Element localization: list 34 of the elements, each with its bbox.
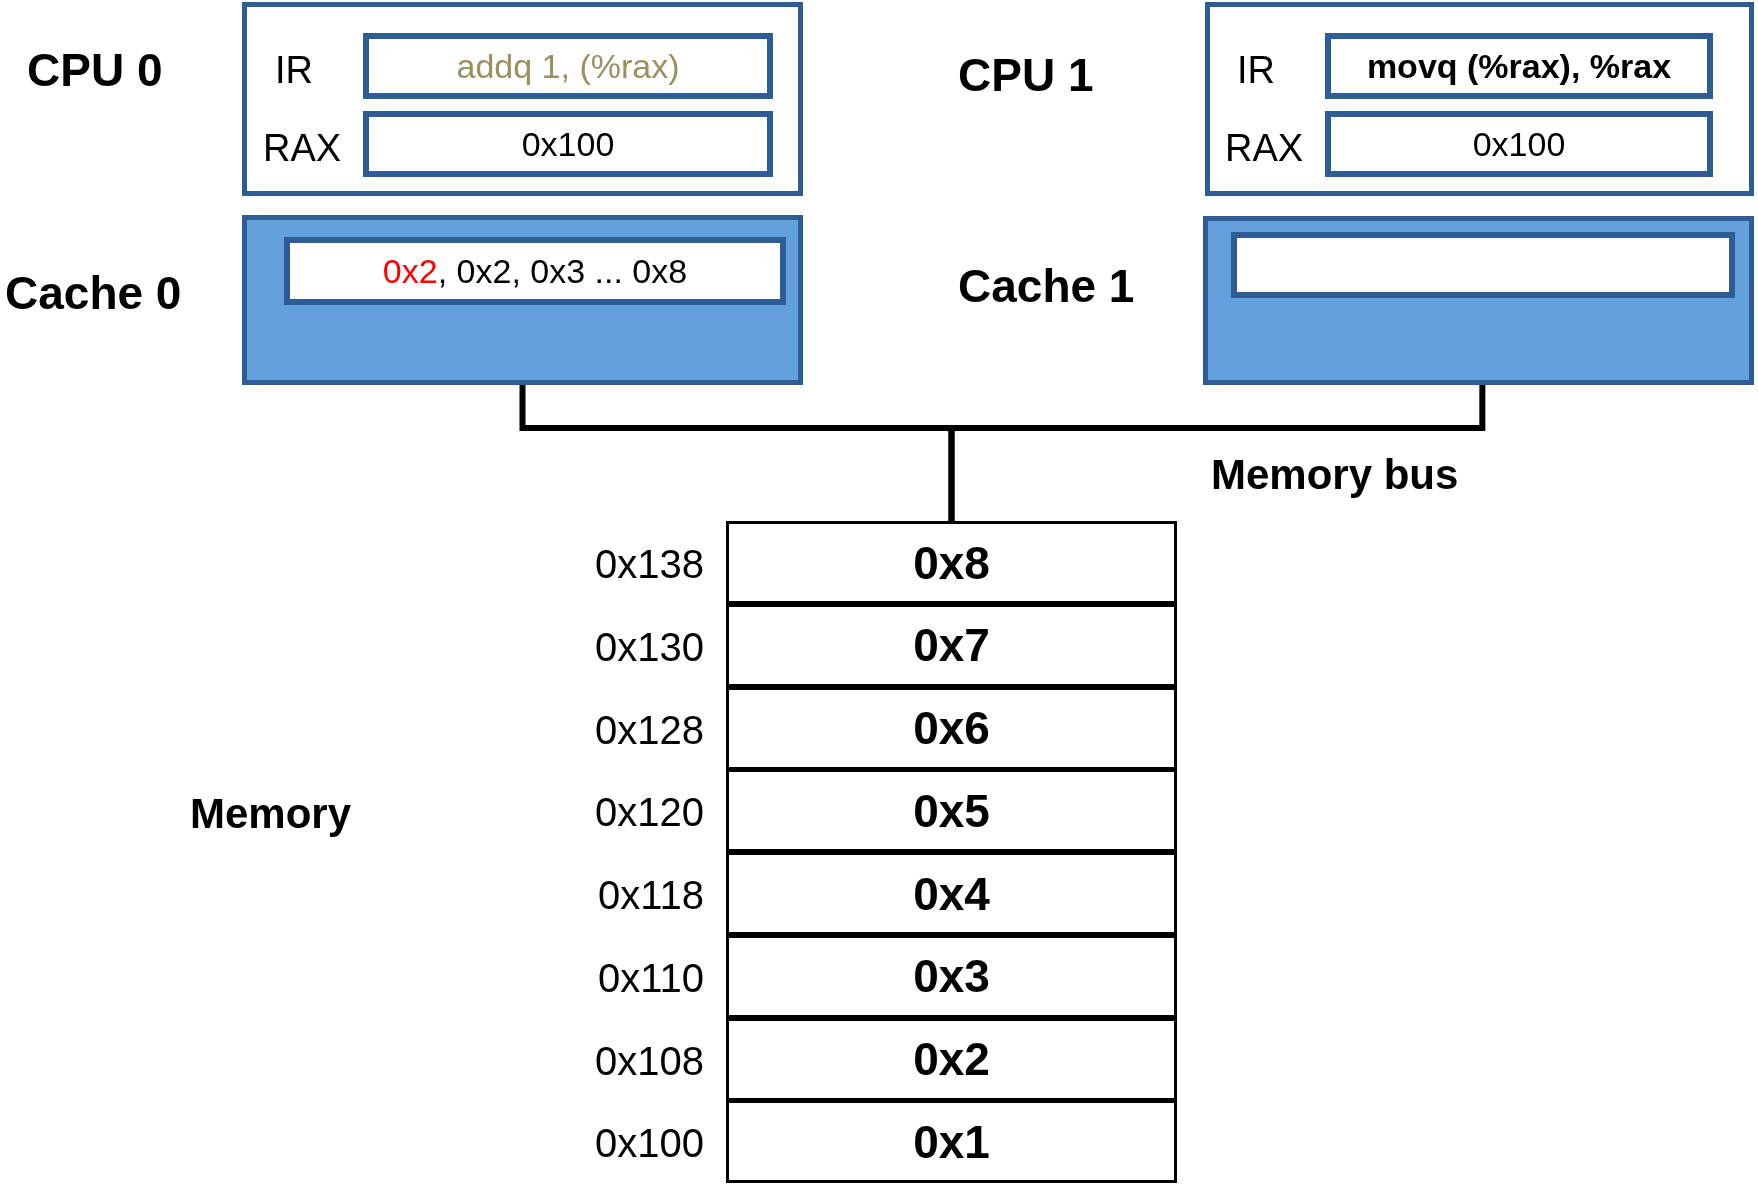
- field-value: 0x100: [521, 124, 615, 164]
- memory-value: 0x5: [913, 783, 990, 838]
- address-label: 0x128: [595, 709, 704, 750]
- bus-line: [948, 385, 1486, 521]
- edge-label: Memory bus: [1211, 454, 1459, 496]
- cpu-label: CPU 0: [27, 47, 163, 93]
- address-label: 0x130: [595, 626, 704, 667]
- register-label: RAX: [263, 129, 342, 167]
- address-label: 0x138: [595, 544, 704, 584]
- cpu-label: CPU 1: [958, 52, 1094, 98]
- address-label: 0x120: [595, 792, 704, 833]
- register-label: RAX: [1225, 129, 1304, 167]
- memory-value: 0x3: [913, 949, 990, 1004]
- address-label: 0x118: [598, 875, 704, 915]
- cache-label: Cache 0: [5, 270, 182, 316]
- register-field: [284, 237, 786, 305]
- field-value: 0x100: [1472, 124, 1566, 164]
- memory-label: Memory: [190, 793, 352, 835]
- address-label: 0x100: [595, 1123, 704, 1164]
- memory-value: 0x1: [913, 1114, 990, 1169]
- address-label: 0x110: [598, 957, 704, 998]
- memory-value: 0x7: [913, 618, 990, 673]
- cache-line-field: [1231, 232, 1735, 298]
- register-label: IR: [275, 51, 313, 89]
- memory-value: 0x6: [913, 701, 990, 755]
- field-value: movq (%rax), %rax: [1366, 46, 1672, 86]
- memory-value: 0x8: [913, 535, 990, 590]
- cache-label: Cache 1: [958, 263, 1135, 309]
- memory-value: 0x2: [913, 1032, 990, 1086]
- memory-value: 0x4: [913, 866, 990, 921]
- field-value: 0x2, 0x2, 0x3 ... 0x8: [382, 251, 688, 291]
- address-label: 0x108: [595, 1040, 704, 1081]
- register-label: IR: [1237, 51, 1275, 89]
- field-value: addq 1, (%rax): [456, 46, 680, 86]
